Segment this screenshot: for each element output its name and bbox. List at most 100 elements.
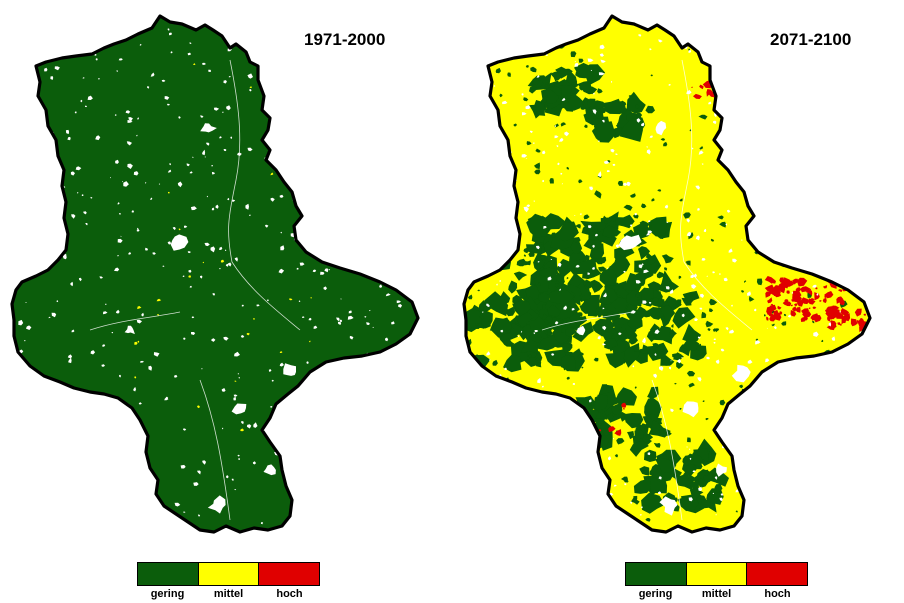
map-panel-1971-2000: 1971-2000 gering mittel hoch	[10, 14, 420, 600]
no-data-area	[44, 67, 48, 72]
no-data-area	[385, 293, 391, 297]
class-area-gering	[679, 407, 682, 410]
class-area-gering	[673, 352, 684, 361]
class-area-mittel	[246, 332, 250, 336]
class-area-gering	[689, 486, 704, 501]
no-data-area	[641, 122, 645, 127]
no-data-area	[560, 172, 563, 175]
no-data-area	[556, 145, 559, 148]
no-data-area	[576, 325, 586, 336]
class-area-gering	[630, 497, 640, 505]
no-data-area	[858, 123, 865, 130]
no-data-area	[699, 307, 703, 310]
no-data-area	[712, 70, 717, 74]
no-data-area	[227, 197, 230, 201]
class-area-gering	[662, 354, 667, 360]
no-data-area	[312, 469, 315, 471]
class-area-gering	[709, 308, 714, 313]
no-data-area	[24, 340, 26, 342]
no-data-area	[624, 483, 627, 486]
no-data-area	[335, 130, 341, 136]
no-data-area	[600, 59, 606, 63]
no-data-area	[519, 496, 523, 498]
class-area-gering	[566, 376, 570, 380]
class-area-gering	[508, 489, 512, 492]
no-data-area	[373, 428, 378, 433]
no-data-area	[147, 86, 150, 89]
class-area-gering	[669, 26, 674, 31]
no-data-area	[602, 119, 605, 123]
no-data-area	[559, 288, 561, 291]
no-data-area	[719, 273, 721, 275]
no-data-area	[599, 53, 604, 57]
no-data-area	[127, 120, 133, 123]
no-data-area	[689, 448, 691, 450]
class-area-gering	[645, 518, 651, 522]
class-area-gering	[765, 198, 771, 206]
no-data-area	[649, 301, 652, 304]
no-data-area	[579, 213, 582, 215]
no-data-area	[230, 28, 234, 30]
class-area-gering	[845, 355, 852, 362]
class-area-gering	[756, 519, 763, 525]
class-area-gering	[704, 23, 707, 26]
class-area-gering	[846, 354, 853, 360]
no-data-area	[187, 52, 192, 56]
no-data-area	[688, 49, 692, 53]
class-area-gering	[532, 78, 540, 85]
no-data-area	[793, 427, 795, 429]
class-area-hoch	[761, 411, 765, 415]
no-data-area	[522, 112, 527, 116]
no-data-area	[708, 21, 711, 25]
no-data-area	[798, 189, 804, 194]
no-data-area	[731, 364, 751, 383]
class-area-gering	[536, 334, 561, 351]
no-data-area	[129, 485, 132, 487]
class-area-gering	[618, 327, 626, 333]
no-data-area	[815, 174, 818, 176]
class-area-hoch	[787, 280, 794, 287]
class-area-mittel	[188, 275, 191, 278]
no-data-area	[306, 361, 309, 364]
no-data-area	[99, 276, 103, 279]
no-data-area	[33, 154, 37, 158]
no-data-area	[639, 514, 642, 516]
no-data-area	[828, 417, 832, 419]
no-data-area	[669, 366, 672, 370]
class-area-gering	[554, 36, 558, 40]
no-data-area	[264, 33, 267, 36]
no-data-area	[358, 135, 363, 139]
class-area-gering	[581, 294, 591, 301]
class-area-hoch	[792, 306, 797, 312]
no-data-area	[486, 303, 490, 307]
no-data-area	[32, 485, 36, 489]
class-area-gering	[652, 297, 659, 304]
no-data-area	[114, 114, 117, 116]
class-area-gering	[784, 464, 791, 472]
no-data-area	[182, 275, 185, 277]
no-data-area	[98, 78, 100, 80]
no-data-area	[300, 203, 304, 208]
no-data-area	[554, 125, 556, 128]
no-data-area	[371, 470, 374, 474]
class-area-gering	[693, 447, 709, 462]
class-area-hoch	[747, 413, 751, 417]
no-data-area	[553, 406, 557, 410]
no-data-area	[178, 116, 181, 119]
class-area-gering	[589, 482, 593, 487]
no-data-area	[766, 327, 768, 329]
class-area-gering	[476, 323, 485, 329]
no-data-area	[23, 433, 25, 436]
no-data-area	[812, 284, 817, 288]
class-area-gering	[765, 484, 773, 491]
no-data-area	[228, 262, 232, 267]
no-data-area	[689, 457, 692, 460]
no-data-area	[626, 181, 631, 187]
no-data-area	[318, 62, 320, 64]
no-data-area	[589, 186, 593, 191]
legend-swatch-gering	[626, 563, 686, 585]
class-area-mittel	[310, 297, 312, 299]
no-data-area	[252, 461, 257, 465]
class-area-gering	[479, 101, 484, 105]
class-area-gering	[527, 354, 532, 358]
